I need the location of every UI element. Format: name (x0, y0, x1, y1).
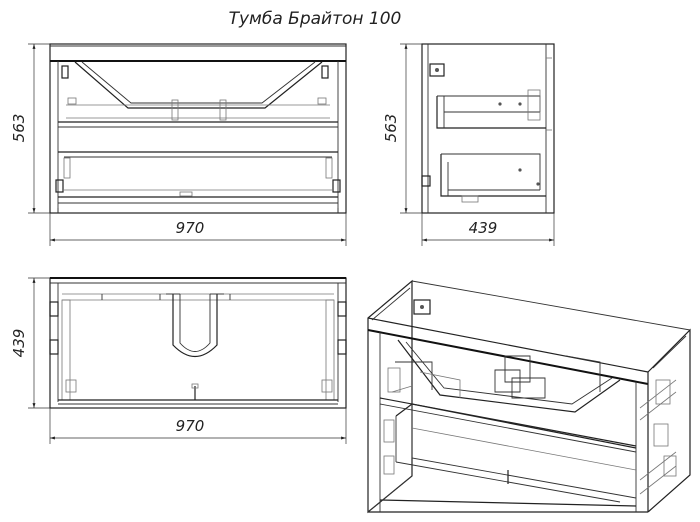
side-depth-dimension: 439 (469, 219, 498, 237)
top-view: 439 970 (10, 277, 347, 444)
top-depth-dimension: 439 (10, 329, 28, 358)
side-height-dimension: 563 (382, 114, 400, 143)
isometric-view (367, 279, 691, 514)
front-height-dimension: 563 (10, 114, 28, 143)
drawing-title: Тумба Брайтон 100 (229, 9, 402, 29)
side-view: 563 439 (382, 43, 555, 246)
top-width-dimension: 970 (176, 417, 205, 435)
front-width-dimension: 970 (176, 219, 205, 237)
front-view: 563 970 (10, 43, 347, 246)
